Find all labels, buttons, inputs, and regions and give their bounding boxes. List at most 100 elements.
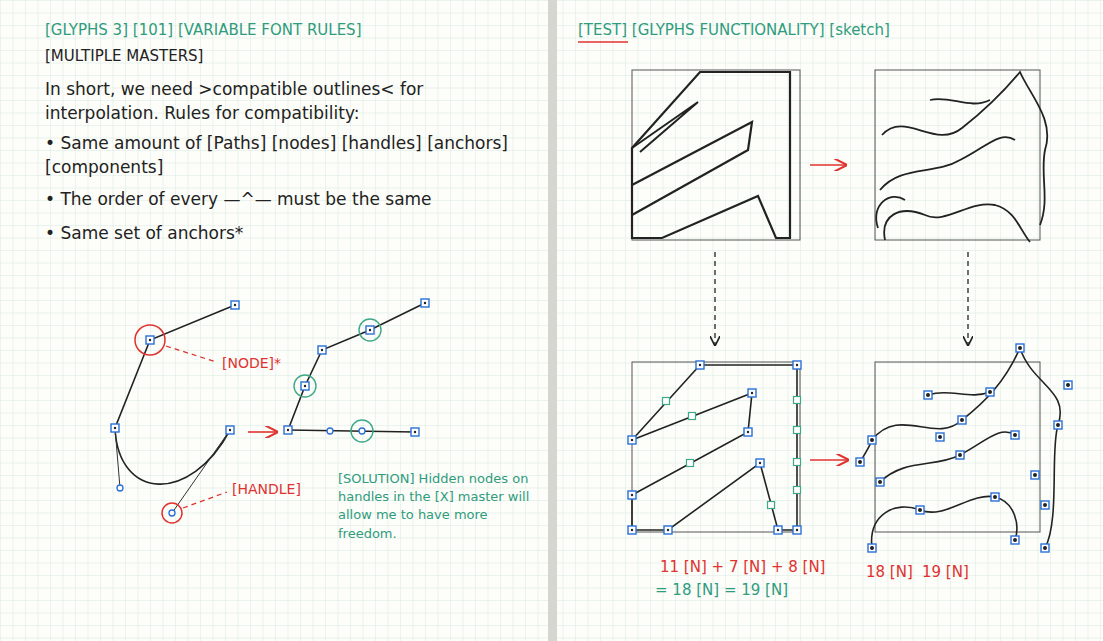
node-square bbox=[146, 336, 154, 344]
grid bbox=[557, 0, 1103, 641]
page-heading: [TEST] [GLYPHS FUNCTIONALITY] [sketch] bbox=[578, 20, 890, 41]
flame-outline bbox=[880, 137, 1015, 190]
node-square bbox=[111, 424, 119, 432]
node-square bbox=[664, 526, 672, 534]
flame-sketch bbox=[875, 70, 1047, 242]
rule-item: • Same amount of [Paths] [nodes] [handle… bbox=[45, 132, 515, 180]
node-square bbox=[628, 436, 636, 444]
flame-outline bbox=[872, 496, 1017, 548]
node-square bbox=[421, 299, 429, 307]
node-square bbox=[958, 416, 966, 424]
hidden-node bbox=[794, 427, 801, 434]
panel-frame bbox=[632, 362, 800, 532]
handle-dot bbox=[327, 428, 333, 434]
glyph-a-nodes bbox=[628, 361, 801, 534]
node-square bbox=[628, 526, 636, 534]
red-arrow bbox=[810, 459, 848, 461]
outline-path bbox=[115, 305, 235, 484]
hidden-node bbox=[689, 413, 696, 420]
node-square bbox=[986, 388, 994, 396]
left-page bbox=[0, 0, 548, 641]
flame-outline bbox=[884, 204, 1030, 242]
hidden-node bbox=[794, 487, 801, 494]
node-square bbox=[1064, 381, 1072, 389]
node-square bbox=[748, 389, 756, 397]
section-heading: [MULTIPLE MASTERS] bbox=[45, 46, 203, 67]
node-square bbox=[774, 526, 782, 534]
node-square bbox=[1031, 471, 1039, 479]
node-square bbox=[793, 526, 801, 534]
grid bbox=[0, 0, 548, 641]
node-square bbox=[226, 426, 234, 434]
node-square bbox=[318, 346, 326, 354]
node-square bbox=[744, 428, 752, 436]
node-square bbox=[1054, 421, 1062, 429]
node-square bbox=[411, 428, 419, 436]
node-count: 19 [N] bbox=[922, 562, 969, 583]
node-count: = 18 [N] = 19 [N] bbox=[655, 580, 788, 601]
glyph-outline bbox=[632, 72, 790, 238]
node-square bbox=[1011, 536, 1019, 544]
highlight-circle bbox=[351, 420, 373, 442]
hidden-node bbox=[768, 502, 775, 509]
hidden-node bbox=[687, 460, 694, 467]
hidden-node bbox=[663, 398, 670, 405]
highlight-circle bbox=[162, 503, 182, 523]
node-square bbox=[1041, 544, 1049, 552]
dashed-arrow bbox=[967, 252, 968, 345]
panel-frame bbox=[875, 70, 1040, 240]
handle-line bbox=[172, 430, 230, 513]
handle-dot bbox=[359, 428, 365, 434]
flame-outline bbox=[928, 392, 990, 395]
node-square bbox=[366, 326, 374, 334]
flame-outline bbox=[882, 72, 1047, 225]
rule-item: • The order of every —^— must be the sam… bbox=[45, 188, 432, 212]
node-square bbox=[1041, 501, 1049, 509]
node-square bbox=[1016, 344, 1024, 352]
hidden-node bbox=[794, 397, 801, 404]
highlight-circle bbox=[294, 375, 316, 397]
flame-nodes bbox=[856, 344, 1072, 552]
dashed-arrow bbox=[714, 252, 715, 345]
node-count: 18 [N] bbox=[866, 562, 913, 583]
glyph-outline bbox=[632, 365, 797, 530]
node-square bbox=[924, 391, 932, 399]
node-square bbox=[856, 458, 864, 466]
flame-outline bbox=[930, 99, 990, 104]
leader-line bbox=[183, 492, 227, 508]
red-arrow bbox=[810, 164, 846, 166]
flame-outline bbox=[876, 197, 905, 228]
node-square bbox=[956, 451, 964, 459]
callout-label: [HANDLE] bbox=[232, 480, 301, 500]
handle-line bbox=[115, 428, 120, 488]
node-square bbox=[301, 382, 309, 390]
glyph-a-sketch bbox=[632, 70, 800, 240]
note-text: In short, we need >compatible outlines< … bbox=[45, 78, 485, 126]
solution-note: [SOLUTION] Hidden nodes on handles in th… bbox=[338, 470, 533, 543]
node-square bbox=[868, 544, 876, 552]
callout-label: [NODE]* bbox=[222, 354, 281, 374]
node-square bbox=[1011, 431, 1019, 439]
node-square bbox=[284, 426, 292, 434]
node-square bbox=[991, 493, 999, 501]
node-square bbox=[936, 433, 944, 441]
flame-outline bbox=[880, 432, 1015, 482]
node-square bbox=[231, 301, 239, 309]
red-arrow bbox=[248, 431, 277, 433]
gutter bbox=[548, 0, 557, 641]
panel-frame bbox=[632, 70, 800, 240]
node-count: 11 [N] + 7 [N] + 8 [N] bbox=[660, 557, 825, 578]
outline-path bbox=[288, 303, 425, 430]
flame-outline bbox=[872, 348, 1060, 548]
node-square bbox=[793, 361, 801, 369]
segment-sketch bbox=[284, 299, 429, 442]
handle-dot bbox=[117, 485, 123, 491]
leader-line bbox=[166, 346, 216, 362]
page-heading: [GLYPHS 3] [101] [VARIABLE FONT RULES] bbox=[45, 20, 362, 41]
node-square bbox=[868, 436, 876, 444]
rule-item: • Same set of anchors* bbox=[45, 222, 243, 246]
node-square bbox=[756, 459, 764, 467]
highlight-circle bbox=[135, 325, 165, 355]
highlight-circle bbox=[359, 319, 381, 341]
